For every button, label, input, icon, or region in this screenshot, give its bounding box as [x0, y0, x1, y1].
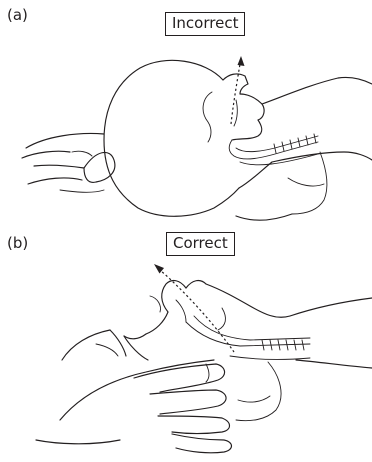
- infant-body-correct: [206, 284, 372, 421]
- infant-head-incorrect: [104, 60, 292, 220]
- infant-body-incorrect: [262, 77, 372, 214]
- supporting-hand-incorrect: [22, 134, 115, 193]
- infant-head-correct: [124, 281, 206, 339]
- supporting-hand-correct: [36, 330, 232, 453]
- airway-cross-section-correct: [186, 316, 310, 359]
